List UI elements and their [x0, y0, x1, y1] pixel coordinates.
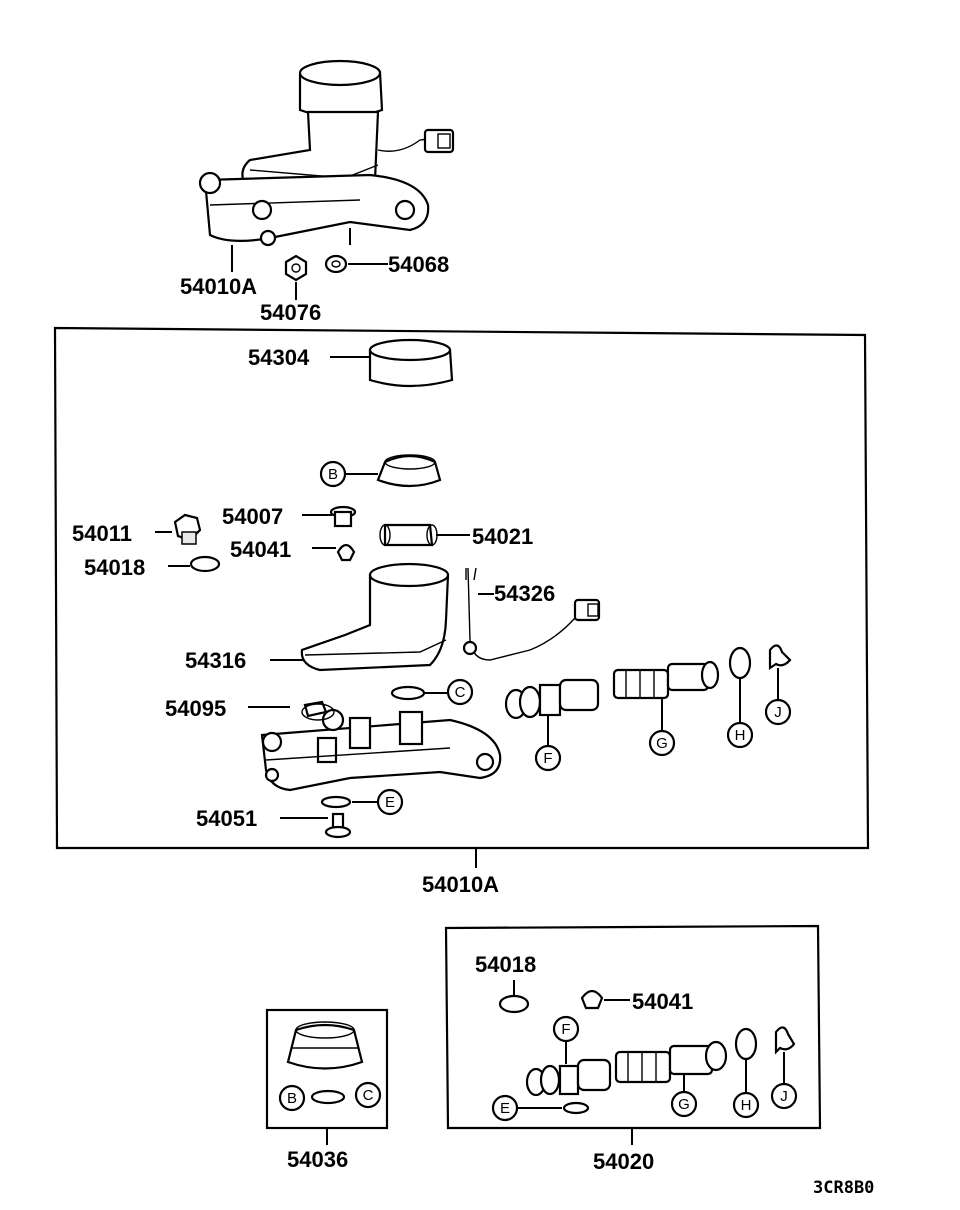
valve-seat-illustration	[336, 543, 356, 562]
callout-j-main: J	[764, 698, 792, 726]
callout-h-main: H	[726, 721, 754, 749]
svg-text:J: J	[774, 704, 782, 721]
svg-text:F: F	[543, 750, 552, 767]
bushing-screw-illustration	[173, 513, 202, 545]
callout-c-kit: C	[354, 1081, 382, 1109]
svg-text:G: G	[656, 735, 668, 752]
clip-j-illustration	[768, 644, 792, 671]
strainer-illustration	[379, 523, 438, 547]
label-54076: 54076	[260, 300, 321, 325]
callout-f-kit: F	[552, 1015, 580, 1043]
svg-text:H: H	[741, 1097, 752, 1114]
callout-g-main: G	[648, 729, 676, 757]
reservoir-illustration	[300, 562, 450, 672]
callout-g-kit: G	[670, 1090, 698, 1118]
svg-text:J: J	[780, 1088, 788, 1105]
svg-text:B: B	[328, 466, 338, 483]
bleeder-illustration	[324, 812, 352, 839]
callout-f-main: F	[534, 744, 562, 772]
callout-j-kit: J	[770, 1082, 798, 1110]
ring-h-illustration	[728, 646, 752, 680]
label-54010A-top: 54010A	[180, 274, 257, 299]
label-54007: 54007	[222, 504, 283, 529]
label-54051: 54051	[196, 806, 257, 831]
label-54068: 54068	[388, 252, 449, 277]
reservoir-cap-illustration	[368, 338, 454, 388]
svg-text:C: C	[363, 1087, 374, 1104]
label-54036: 54036	[287, 1147, 348, 1172]
callout-b-kit: B	[278, 1084, 306, 1112]
svg-text:G: G	[678, 1096, 690, 1113]
check-valve-illustration	[329, 505, 357, 528]
label-54304: 54304	[248, 345, 310, 370]
svg-text:B: B	[287, 1090, 297, 1107]
label-54316: 54316	[185, 648, 246, 673]
kit-54020-piston-f-illustration	[525, 1058, 612, 1097]
svg-text:E: E	[500, 1100, 510, 1117]
cylinder-body-illustration	[260, 710, 502, 792]
main-parts-box	[53, 326, 870, 850]
nut-54068-illustration	[324, 254, 348, 274]
connector-illustration	[301, 700, 345, 732]
callout-e-kit: E	[491, 1094, 519, 1122]
label-54041-main: 54041	[230, 537, 291, 562]
label-54095: 54095	[165, 696, 226, 721]
master-cylinder-assembly-illustration	[198, 59, 455, 247]
callout-b-main: B	[319, 460, 347, 488]
nut-54076-illustration	[284, 254, 308, 282]
diagram-code: 3CR8B0	[813, 1178, 874, 1198]
label-54011: 54011	[72, 521, 132, 546]
svg-text:F: F	[561, 1021, 570, 1038]
label-54018-main: 54018	[84, 555, 145, 580]
label-54010A-box: 54010A	[422, 872, 499, 897]
callout-e-main: E	[376, 788, 404, 816]
label-54326: 54326	[494, 581, 555, 606]
label-54020: 54020	[593, 1149, 654, 1174]
kit-54036-diaphragm-illustration	[286, 1021, 364, 1070]
kit-54020-box	[444, 924, 822, 1130]
label-54018-kit: 54018	[475, 952, 536, 977]
gasket-illustration	[189, 555, 221, 573]
piston-f-illustration	[504, 678, 600, 720]
diaphragm-b-illustration	[376, 454, 442, 488]
callout-c-main: C	[446, 678, 474, 706]
piston-g-illustration	[612, 660, 720, 700]
svg-text:C: C	[455, 684, 466, 701]
label-54021: 54021	[472, 524, 533, 549]
label-54041-kit: 54041	[632, 989, 693, 1014]
svg-text:H: H	[735, 727, 746, 744]
callout-h-kit: H	[732, 1091, 760, 1119]
kit-54020-piston-g-illustration	[614, 1040, 728, 1084]
level-sensor-illustration	[462, 567, 601, 661]
svg-text:E: E	[385, 794, 395, 811]
